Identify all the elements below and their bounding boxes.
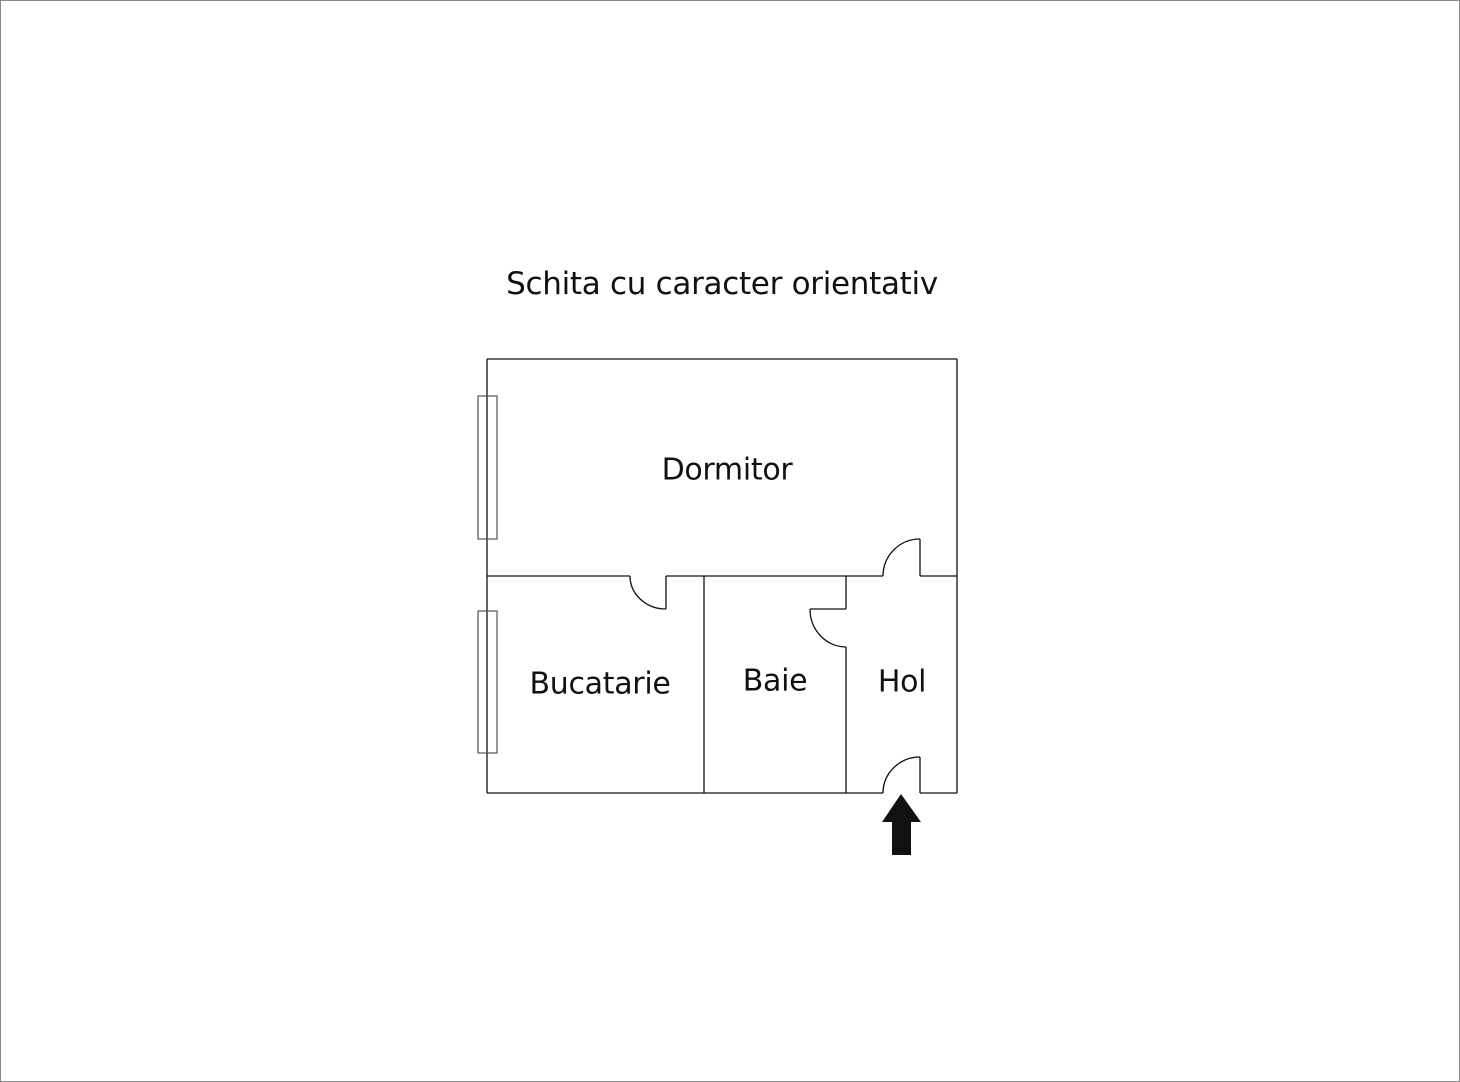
door-bucatarie-arc — [629, 575, 667, 610]
door-entrance-arc — [882, 756, 921, 794]
door-dormitor-arc — [882, 538, 921, 577]
window-bucatarie — [477, 610, 498, 754]
room-label-baie: Baie — [742, 663, 808, 699]
room-label-dormitor: Dormitor — [661, 452, 793, 488]
door-baie-arc — [809, 608, 847, 648]
room-label-bucatarie: Bucatarie — [529, 666, 671, 702]
arrow-up-icon — [882, 794, 921, 855]
window-dormitor — [477, 395, 498, 540]
room-label-hol: Hol — [877, 664, 927, 700]
plan-title: Schita cu caracter orientativ — [506, 266, 938, 302]
